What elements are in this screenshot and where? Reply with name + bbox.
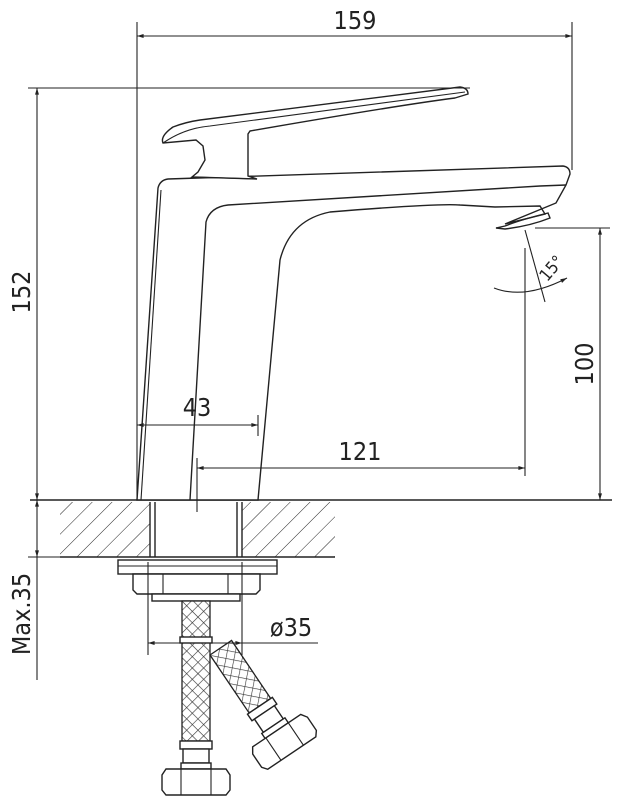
dim-overall-width: 159 bbox=[334, 6, 377, 35]
dim-overall-height: 152 bbox=[7, 271, 36, 314]
dim-body-width: 43 bbox=[183, 393, 212, 422]
faucet-handle bbox=[161, 86, 469, 180]
dim-mount-diameter: ø35 bbox=[270, 613, 312, 642]
faucet-body bbox=[136, 165, 571, 501]
countertop bbox=[30, 499, 612, 558]
dim-spout-height: 100 bbox=[570, 343, 599, 386]
dim-spout-angle: 15° bbox=[536, 252, 569, 286]
dimension-lines bbox=[35, 34, 602, 680]
extension-lines bbox=[28, 22, 610, 655]
supply-hose-angled bbox=[209, 639, 318, 771]
mounting-nut bbox=[117, 559, 278, 602]
dim-max-counter-thickness: Max.35 bbox=[7, 573, 36, 655]
dim-spout-reach: 121 bbox=[339, 437, 382, 466]
supply-hose-straight bbox=[161, 600, 231, 796]
